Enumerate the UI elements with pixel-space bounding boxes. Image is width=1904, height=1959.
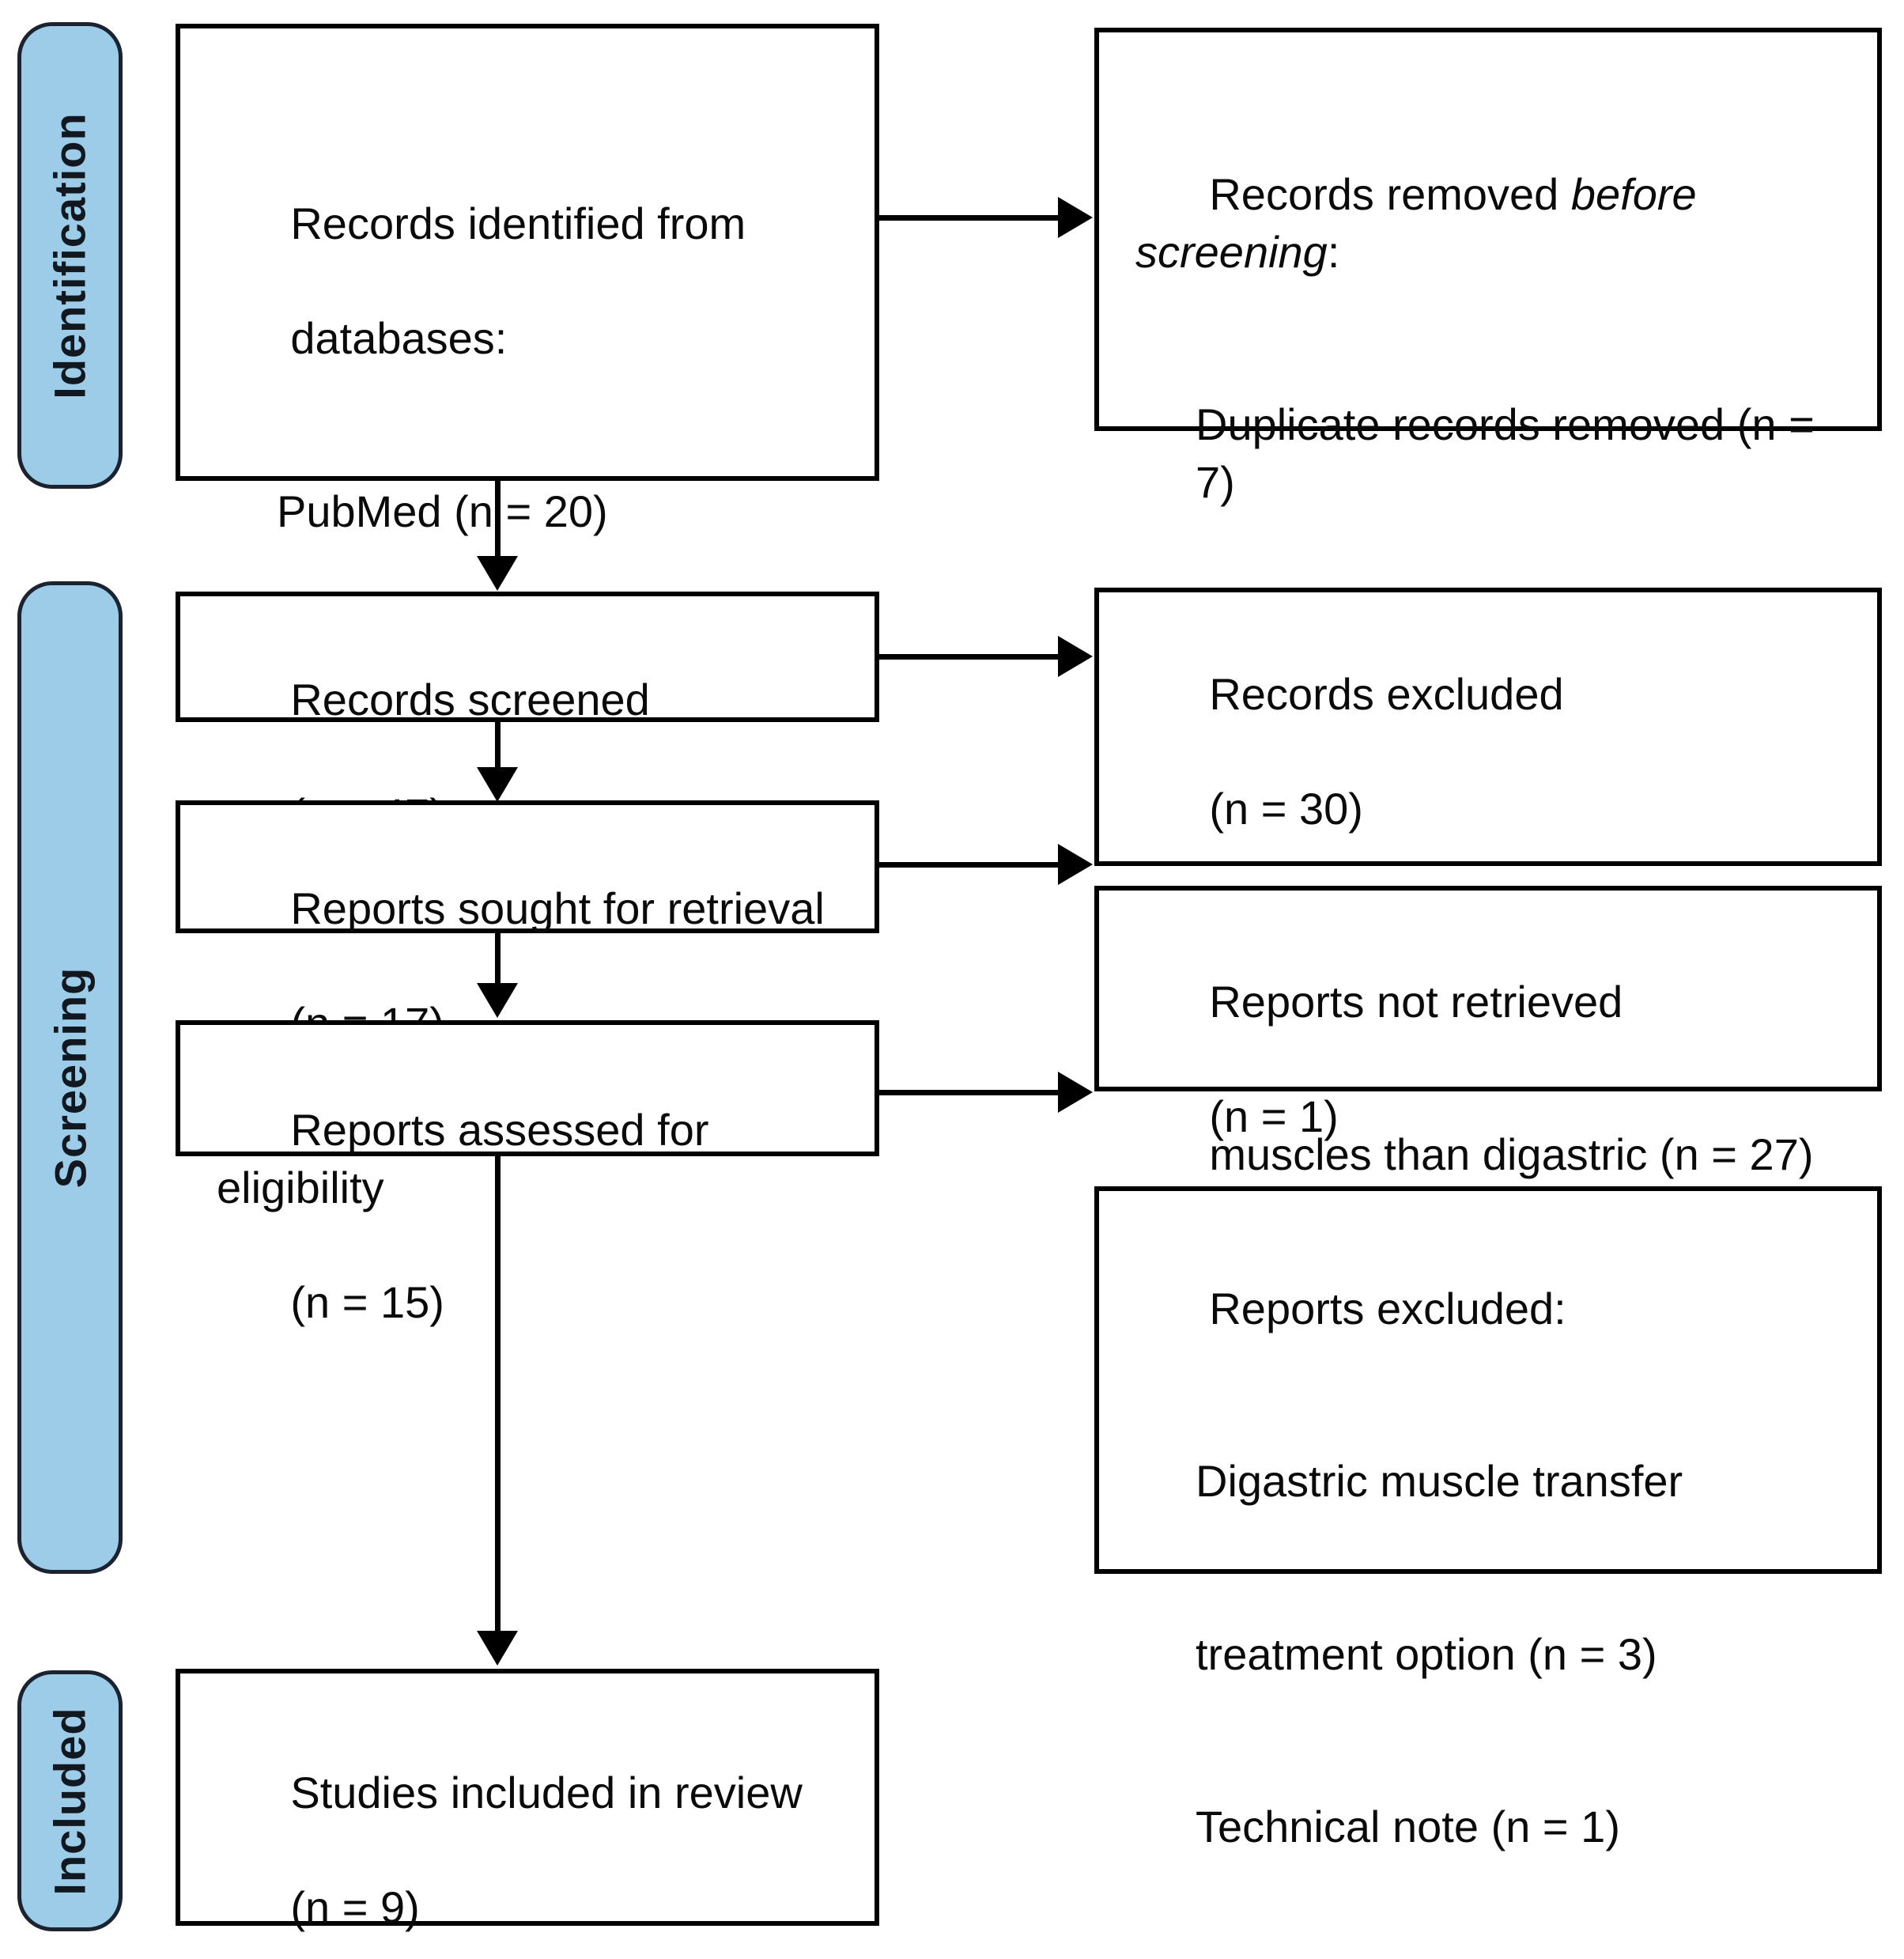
phase-label-screening: Screening <box>45 966 96 1189</box>
box-reports-assessed-text: Reports assessed for eligibility (n = 15… <box>217 1044 857 1390</box>
connector-assessed-to-reports-excluded-arrowhead <box>1058 1072 1093 1113</box>
box-reports-sought: Reports sought for retrieval (n = 17) <box>176 800 879 1048</box>
box-records-identified: Records identified from databases: PubMe… <box>176 24 879 882</box>
phase-pill-identification: Identification <box>17 22 123 489</box>
connector-screened-to-sought-line <box>495 722 501 771</box>
studies-included-line2: (n = 9) <box>290 1882 420 1933</box>
box-studies-included: Studies included in review (n = 9) <box>176 1669 879 1932</box>
records-removed-head-italic: before screening <box>1135 168 1709 277</box>
box-records-screened: Records screened (n = 47) <box>176 592 879 839</box>
connector-sought-to-assessed-line <box>495 933 501 987</box>
phase-label-identification: Identification <box>45 112 96 399</box>
reports-not-retrieved-line1: Reports not retrieved <box>1209 976 1623 1027</box>
connector-identified-to-screened-line <box>495 481 501 560</box>
connector-assessed-to-reports-excluded-line <box>879 1090 1060 1095</box>
reports-excluded-item2: Technical note (n = 1) <box>1196 1801 1620 1851</box>
records-screened-line1: Records screened <box>290 674 650 724</box>
records-identified-line2: databases: <box>290 313 508 364</box>
records-identified-line1: Records identified from <box>290 198 746 248</box>
connector-identified-to-removed-arrowhead <box>1058 197 1093 238</box>
records-removed-head-colon: : <box>1327 226 1340 277</box>
connector-screened-to-excluded-line <box>879 654 1060 660</box>
records-excluded-line1: Records excluded <box>1209 668 1564 719</box>
studies-included-line1: Studies included in review <box>290 1767 803 1817</box>
connector-sought-to-not-retrieved-line <box>879 862 1060 868</box>
phase-pill-included: Included <box>17 1670 123 1931</box>
box-records-excluded: Records excluded (n = 30) Studies on ani… <box>1094 588 1882 1179</box>
reports-assessed-line2: (n = 15) <box>290 1277 444 1328</box>
reports-assessed-line1: Reports assessed for eligibility <box>217 1104 722 1212</box>
box-reports-not-retrieved: Reports not retrieved (n = 1) Language (… <box>1094 886 1882 1257</box>
reports-excluded-head: Reports excluded: <box>1209 1283 1566 1333</box>
connector-screened-to-excluded-arrowhead <box>1058 636 1093 677</box>
box-reports-sought-text: Reports sought for retrieval (n = 17) <box>217 823 857 1110</box>
reports-excluded-item1: Digastric muscle transfer <box>1196 1456 1683 1507</box>
records-excluded-line5: muscles than digastric (n = 27) <box>1209 1129 1814 1180</box>
records-removed-head-plain: Records removed <box>1209 168 1571 219</box>
phase-pill-screening: Screening <box>17 581 123 1574</box>
records-identified-pubmed: PubMed (n = 20) <box>277 486 608 536</box>
connector-sought-to-assessed-arrowhead <box>477 983 518 1018</box>
box-studies-included-text: Studies included in review (n = 9) <box>217 1707 857 1959</box>
connector-identified-to-removed-line <box>879 215 1060 221</box>
records-removed-duplicates: Duplicate records removed (n = 7) <box>1196 399 1827 507</box>
records-excluded-line2: (n = 30) <box>1209 784 1363 834</box>
connector-screened-to-sought-arrowhead <box>477 767 518 802</box>
reports-not-retrieved-line2: (n = 1) <box>1209 1091 1339 1142</box>
box-reports-assessed: Reports assessed for eligibility (n = 15… <box>176 1020 879 1327</box>
phase-label-included: Included <box>45 1706 96 1896</box>
reports-excluded-item1-cont: treatment option (n = 3) <box>1196 1628 1657 1679</box>
connector-assessed-to-included-arrowhead <box>477 1631 518 1666</box>
reports-sought-line1: Reports sought for retrieval <box>290 883 825 933</box>
box-reports-excluded: Reports excluded: Digastric muscle trans… <box>1094 1186 1882 1851</box>
connector-assessed-to-included-line <box>495 1156 501 1635</box>
box-reports-excluded-text: Reports excluded: Digastric muscle trans… <box>1135 1223 1860 1959</box>
connector-sought-to-not-retrieved-arrowhead <box>1058 844 1093 885</box>
box-records-removed: Records removed before screening: Duplic… <box>1094 28 1882 795</box>
connector-identified-to-screened-arrowhead <box>477 556 518 591</box>
